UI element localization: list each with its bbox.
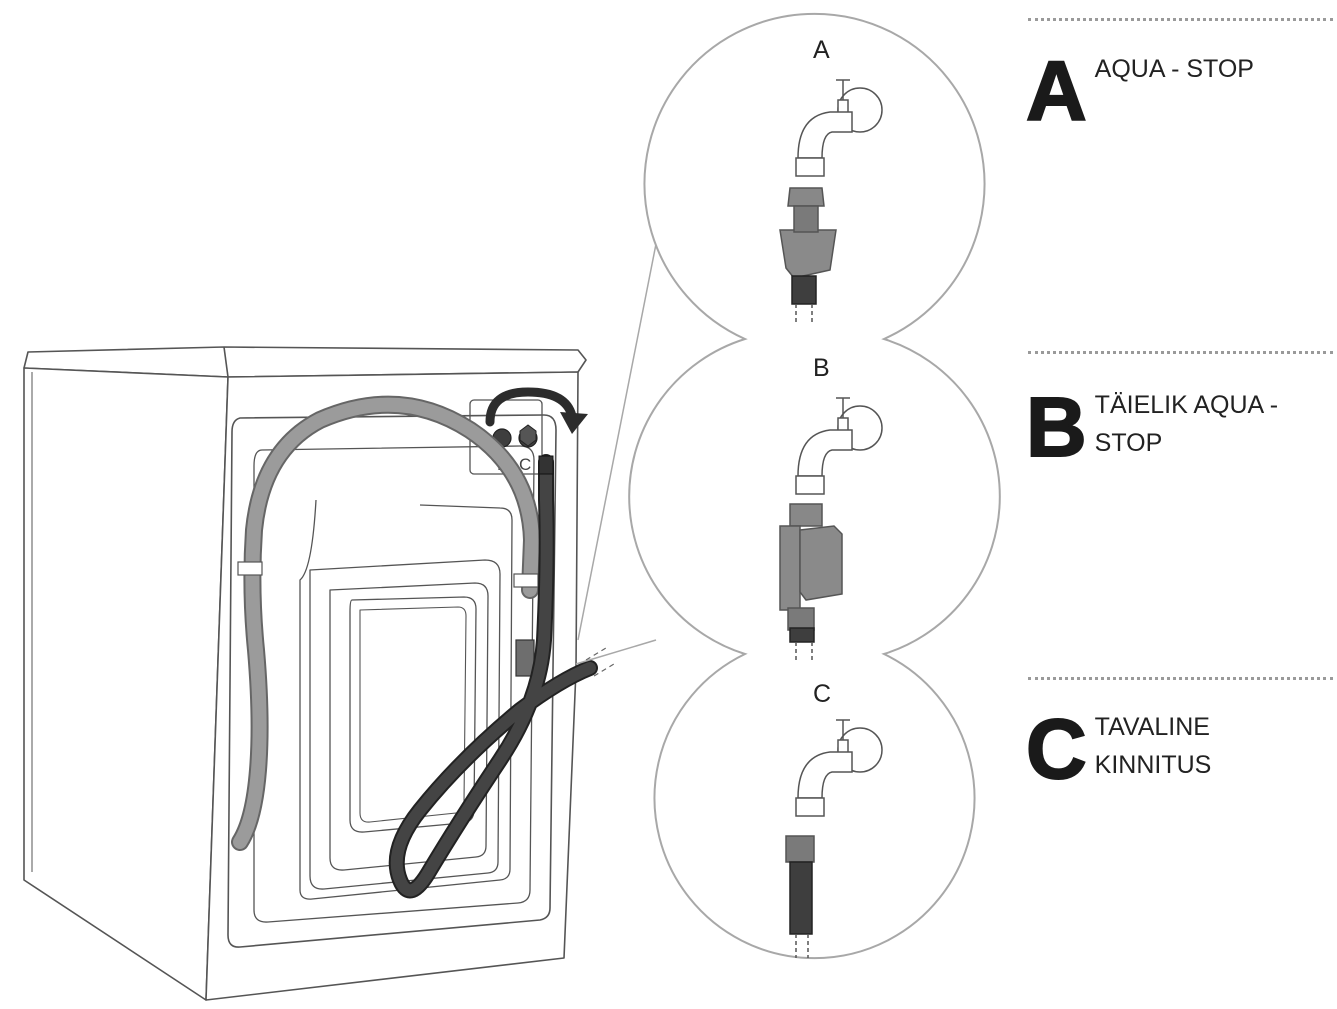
hose-clip: [513, 573, 539, 588]
legend-letter-a: A: [1025, 44, 1088, 138]
rotate-arrow-icon: [485, 387, 588, 434]
callout-line: [577, 243, 657, 641]
legend-text-b: TÄIELIK AQUA - STOP: [1094, 391, 1279, 457]
hose-clip: [237, 561, 263, 576]
legend-text-c: TAVALINE KINNITUS: [1094, 713, 1212, 779]
option-b-illustration: B: [779, 354, 883, 660]
machine-back: [205, 371, 579, 1001]
legend-item-a: A AQUA - STOP: [1025, 44, 1254, 138]
circle-label-c: C: [813, 680, 831, 708]
cold-label: C: [519, 455, 531, 474]
option-c-illustration: C: [785, 680, 883, 958]
circle-label-a: A: [813, 36, 830, 64]
divider-c: [1028, 677, 1333, 680]
legend-text-a: AQUA - STOP: [1094, 55, 1254, 83]
machine-side: [23, 367, 229, 1001]
divider-b: [1028, 351, 1333, 354]
legend-item-b: B TÄIELIK AQUA - STOP: [1025, 380, 1278, 474]
legend-letter-b: B: [1025, 380, 1088, 474]
legend-letter-c: C: [1025, 702, 1088, 796]
drain-hose: [231, 395, 542, 851]
circle-label-b: B: [813, 354, 830, 382]
divider-top: [1028, 18, 1333, 21]
inlet-valves: H C: [492, 424, 538, 474]
callout-line: [575, 639, 657, 665]
inlet-hose: [388, 454, 615, 899]
washing-machine: [23, 346, 587, 1001]
option-a-illustration: A: [779, 36, 883, 322]
legend-item-c: C TAVALINE KINNITUS: [1025, 702, 1211, 796]
